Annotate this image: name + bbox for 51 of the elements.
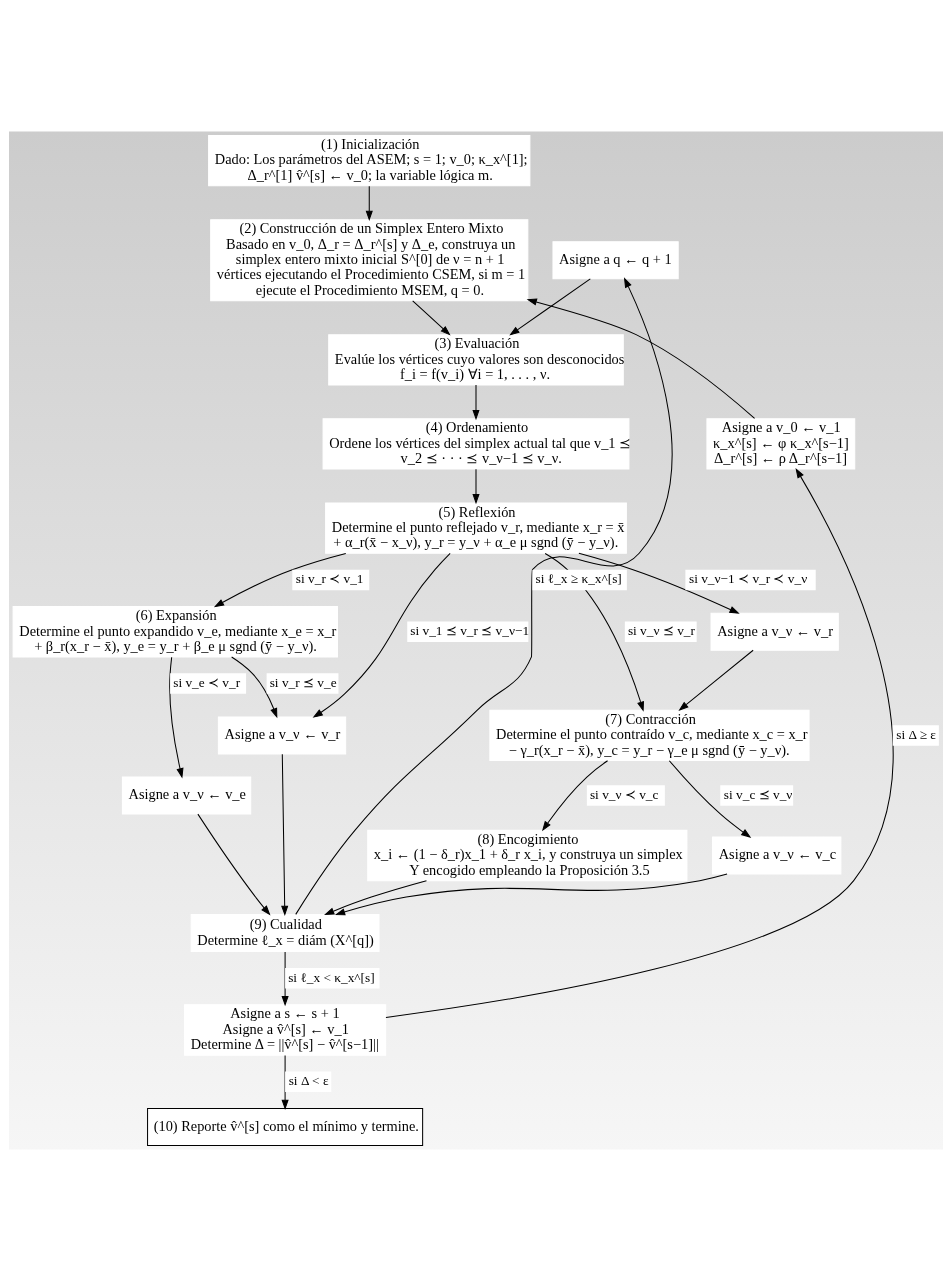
arrow — [526, 298, 755, 419]
node-box: Asigne a v_ν ← v_r — [217, 715, 346, 754]
edge-label: si ℓ_x < κ_x^[s] — [287, 969, 375, 985]
arrow — [280, 753, 288, 916]
arrow — [365, 185, 373, 221]
arrow — [508, 277, 591, 336]
node-box: (7) Contracción Determine el punto contraído v_c, mediante x_c = x_r − γ_r(x_r − x̄), y_c = y_r − γ_e μ sgnd (ȳ − y_ν). — [488, 709, 810, 761]
arrow — [411, 299, 451, 336]
arrow — [471, 384, 480, 420]
arrow — [471, 468, 480, 504]
arrow — [312, 552, 451, 718]
node-box: (2) Construcción de un Simplex Entero Mixto Basado en v_0, Δ_r = Δ_r^[s] y Δ_e, construya un simplex entero mixto inicial S^[0] de ν = n + 1 vértices ejecutando el Procedimiento CSEM, si m = 1 ejecute el Procedimiento MSEM, q = 0. — [209, 218, 528, 301]
node-box: (8) Encogimiento x_i ← (1 − δ_r)x_1 + δ_r x_i, y construya un simplex Y encogido empleando la Proposición 3.5 — [366, 829, 687, 881]
edge-label: si v_ν−1 ≺ v_r ≺ v_ν — [688, 570, 807, 586]
node-box: (9) Cualidad Determine ℓ_x = diám (X^[q]) — [190, 913, 380, 952]
node-box: (3) Evaluación Evalúe los vértices cuyo valores son desconocidos f_i = f(v_i) ∀i = 1, . . . , ν. — [327, 333, 624, 385]
arrow — [334, 873, 728, 915]
arrow — [323, 879, 427, 915]
edge-label: si v_r ≺ v_1 — [295, 570, 364, 586]
edge-label: si v_ν ≺ v_c — [589, 786, 658, 802]
arrow — [168, 656, 183, 778]
arrow — [294, 276, 672, 915]
arrow — [541, 759, 608, 831]
node-box: (10) Reporte v̂^[s] como el mínimo y termine. — [146, 1107, 423, 1146]
node-box: Asigne a v_ν ← v_c — [711, 836, 841, 874]
node-box: (5) Reflexión Determine el punto reflejado v_r, mediante x_r = x̄ + α_r(x̄ − x_ν), y_r = y_ν + α_e μ sgnd (ȳ − y_ν). — [324, 501, 627, 554]
node-box: Asigne a q ← q + 1 — [551, 240, 679, 279]
node-box: Asigne a v_0 ← v_1 κ_x^[s] ← φ κ_x^[s−1] Δ_r^[s] ← ρ Δ_r^[s−1] — [705, 417, 855, 470]
edge-label: si Δ ≥ ε — [895, 726, 936, 742]
edge-label: si v_c ⪯ v_ν — [723, 786, 792, 802]
arrow — [384, 467, 893, 1018]
node-box: (1) Inicialización Dado: Los parámetros del ASEM; s = 1; v_0; κ_x^[1]; Δ_r^[1] v̂^[s] ← v_0; la variable lógica m. — [207, 134, 530, 186]
edge-label: si v_ν ⪯ v_r — [627, 622, 695, 638]
node-box: Asigne a s ← s + 1 Asigne a v̂^[s] ← v_1 Determine Δ = ||v̂^[s] − v̂^[s−1]|| — [183, 1003, 386, 1056]
node-box: (4) Ordenamiento Ordene los vértices del simplex actual tal que v_1 ⪯ v_2 ⪯ · · · ⪯ v_ν−1 ⪯ v_ν. — [322, 417, 629, 470]
arrow — [577, 552, 740, 614]
edge-label: si Δ < ε — [288, 1072, 329, 1088]
arrow — [281, 950, 289, 1006]
arrow — [677, 649, 754, 711]
arrow — [281, 1054, 289, 1110]
node-box: Asigne a v_ν ← v_r — [710, 612, 839, 651]
edge-label: si v_e ≺ v_r — [172, 674, 240, 690]
edge-label: si v_r ⪯ v_e — [269, 674, 337, 690]
edge-label: si ℓ_x ≥ κ_x^[s] — [535, 570, 622, 586]
arrow — [230, 656, 277, 718]
node-box: (6) Expansión Determine el punto expandido v_e, mediante x_e = x_r + β_r(x_r − x̄), y_e = y_r + β_e μ sgnd (ȳ − y_ν). — [12, 605, 338, 657]
arrow — [196, 813, 271, 916]
node-box: Asigne a v_ν ← v_e — [121, 776, 251, 814]
arrow — [213, 552, 346, 607]
edge-label: si v_1 ⪯ v_r ⪯ v_ν−1 — [409, 622, 529, 638]
arrow — [668, 759, 751, 838]
